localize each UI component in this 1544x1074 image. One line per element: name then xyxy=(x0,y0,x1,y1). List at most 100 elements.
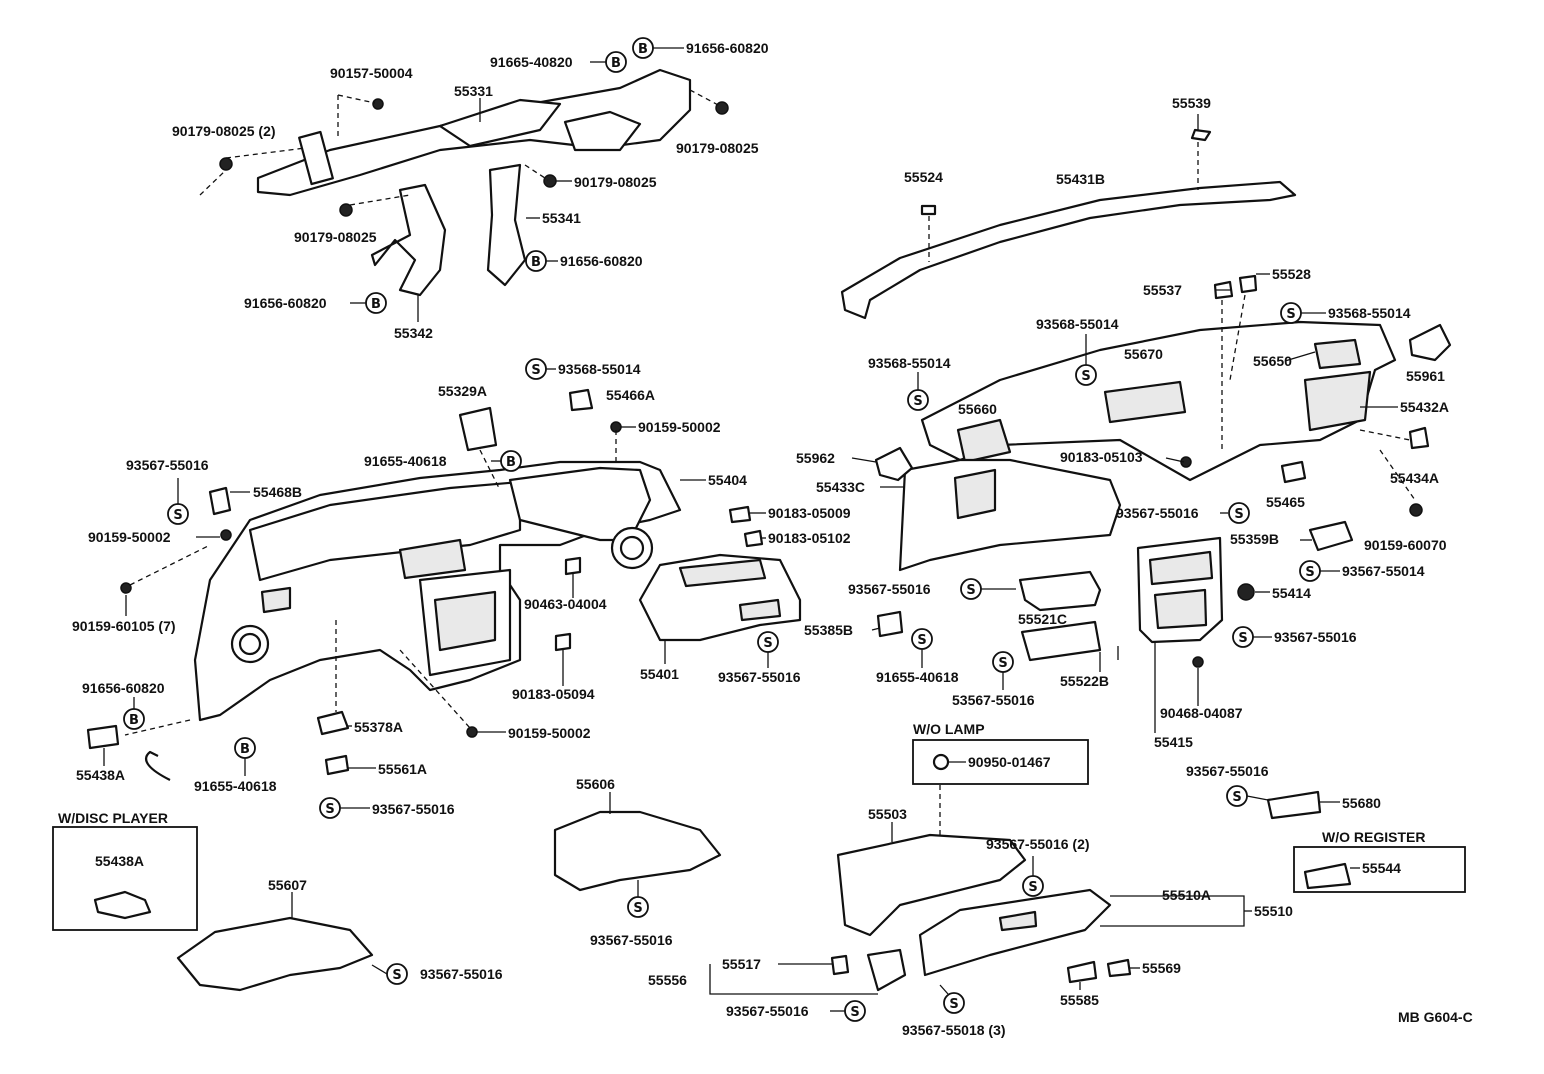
column-cover-assembly xyxy=(638,553,802,642)
screw-marker: S xyxy=(998,656,1007,671)
disc-player-box xyxy=(52,826,198,931)
label-w-disc-player: W/DISC PLAYER xyxy=(58,810,168,826)
label-91656-60820-bottom: 91656-60820 xyxy=(82,680,165,696)
label-55438a-box: 55438A xyxy=(95,853,144,869)
screw-marker: S xyxy=(1238,631,1247,646)
label-55404: 55404 xyxy=(708,472,747,488)
label-55680: 55680 xyxy=(1342,795,1381,811)
label-55556: 55556 xyxy=(648,972,687,988)
label-90183-05094: 90183-05094 xyxy=(512,686,595,702)
label-90183-05102: 90183-05102 xyxy=(768,530,851,546)
label-55524: 55524 xyxy=(904,169,943,185)
label-55378a: 55378A xyxy=(354,719,403,735)
label-91665-40820: 91665-40820 xyxy=(490,54,573,70)
reinforcement-assembly xyxy=(199,68,729,297)
screw-marker: S xyxy=(173,508,182,523)
bolt-marker: B xyxy=(611,56,621,71)
label-90159-50002-top: 90159-50002 xyxy=(638,419,721,435)
safety-pad-assembly xyxy=(840,128,1297,320)
label-55528: 55528 xyxy=(1272,266,1311,282)
label-55431b: 55431B xyxy=(1056,171,1105,187)
label-55606: 55606 xyxy=(576,776,615,792)
screw-marker: S xyxy=(1234,507,1243,522)
label-55503: 55503 xyxy=(868,806,907,822)
label-55962: 55962 xyxy=(796,450,835,466)
screw-marker: S xyxy=(1305,565,1314,580)
label-93567-55016-a: 93567-55016 xyxy=(1116,505,1199,521)
label-55522b: 55522B xyxy=(1060,673,1109,689)
screw-marker: S xyxy=(763,636,772,651)
label-55465: 55465 xyxy=(1266,494,1305,510)
label-93567-55016-j: 93567-55016 xyxy=(726,1003,809,1019)
label-93568-55014-right: 93568-55014 xyxy=(1328,305,1411,321)
label-93567-55016-g: 93567-55016 xyxy=(1186,763,1269,779)
center-cluster-assembly xyxy=(876,536,1255,668)
leader-lines xyxy=(103,47,1398,1012)
label-55510: 55510 xyxy=(1254,903,1293,919)
label-90179-08025-2: 90179-08025 (2) xyxy=(172,123,276,139)
screw-marker: S xyxy=(1081,369,1090,384)
label-90159-60070: 90159-60070 xyxy=(1364,537,1447,553)
label-93568-55014-top: 93568-55014 xyxy=(558,361,641,377)
label-90159-50002-left: 90159-50002 xyxy=(88,529,171,545)
without-register-box xyxy=(1293,846,1466,893)
label-55670: 55670 xyxy=(1124,346,1163,362)
label-55544: 55544 xyxy=(1362,860,1401,876)
label-90157-50004: 90157-50004 xyxy=(330,65,413,81)
upper-panel-assembly xyxy=(874,274,1452,572)
label-55342: 55342 xyxy=(394,325,433,341)
part-labels: 90157-50004 90179-08025 (2) 55331 91665-… xyxy=(58,40,1473,1038)
label-90183-05103: 90183-05103 xyxy=(1060,449,1143,465)
screw-marker: S xyxy=(949,997,958,1012)
label-55561a: 55561A xyxy=(378,761,427,777)
label-90159-60105-7: 90159-60105 (7) xyxy=(72,618,176,634)
label-55401: 55401 xyxy=(640,666,679,682)
label-93567-55016-f: 93567-55016 xyxy=(372,801,455,817)
label-55341: 55341 xyxy=(542,210,581,226)
label-93568-55014-left: 93568-55014 xyxy=(868,355,951,371)
label-90183-05009: 90183-05009 xyxy=(768,505,851,521)
screw-marker: S xyxy=(633,901,642,916)
label-93567-55016-c: 93567-55016 xyxy=(848,581,931,597)
label-55466a: 55466A xyxy=(606,387,655,403)
label-55438a: 55438A xyxy=(76,767,125,783)
label-55385b: 55385B xyxy=(804,622,853,638)
label-93567-55016-e: 93567-55016 xyxy=(1274,629,1357,645)
screw-marker: S xyxy=(917,633,926,648)
lower-covers-assembly xyxy=(176,753,1322,992)
label-90179-08025-right: 90179-08025 xyxy=(676,140,759,156)
bolt-marker: B xyxy=(129,713,139,728)
bolt-marker: B xyxy=(371,297,381,312)
screw-marker: S xyxy=(966,583,975,598)
label-90179-08025-left: 90179-08025 xyxy=(294,229,377,245)
label-91655-40618-mid: 91655-40618 xyxy=(876,669,959,685)
label-55517: 55517 xyxy=(722,956,761,972)
label-55433c: 55433C xyxy=(816,479,865,495)
label-93567-55016-b: 93567-55016 xyxy=(126,457,209,473)
label-55961: 55961 xyxy=(1406,368,1445,384)
screw-marker: S xyxy=(531,363,540,378)
register-cover xyxy=(1303,862,1352,890)
label-93567-55016-d: 93567-55016 xyxy=(718,669,801,685)
label-93567-55016-2: 93567-55016 (2) xyxy=(986,836,1090,852)
label-55329a: 55329A xyxy=(438,383,487,399)
bolt-marker: B xyxy=(506,455,516,470)
label-90179-08025-center: 90179-08025 xyxy=(574,174,657,190)
screw-marker: S xyxy=(1232,790,1241,805)
label-93567-55014-right: 93567-55014 xyxy=(1342,563,1425,579)
label-55650: 55650 xyxy=(1253,353,1292,369)
label-91656-60820-mid: 91656-60820 xyxy=(560,253,643,269)
label-90463-04004: 90463-04004 xyxy=(524,596,607,612)
label-55607: 55607 xyxy=(268,877,307,893)
label-55585: 55585 xyxy=(1060,992,1099,1008)
label-55432a: 55432A xyxy=(1400,399,1449,415)
bolt-marker: B xyxy=(531,255,541,270)
markers: B B B B B B B S S S S S S S S S S S S S … xyxy=(123,37,1321,1022)
screw-marker: S xyxy=(850,1005,859,1020)
label-55434a: 55434A xyxy=(1390,470,1439,486)
without-lamp-box xyxy=(912,739,1089,785)
screw-marker: S xyxy=(325,802,334,817)
label-55414: 55414 xyxy=(1272,585,1311,601)
label-55510a: 55510A xyxy=(1162,887,1211,903)
